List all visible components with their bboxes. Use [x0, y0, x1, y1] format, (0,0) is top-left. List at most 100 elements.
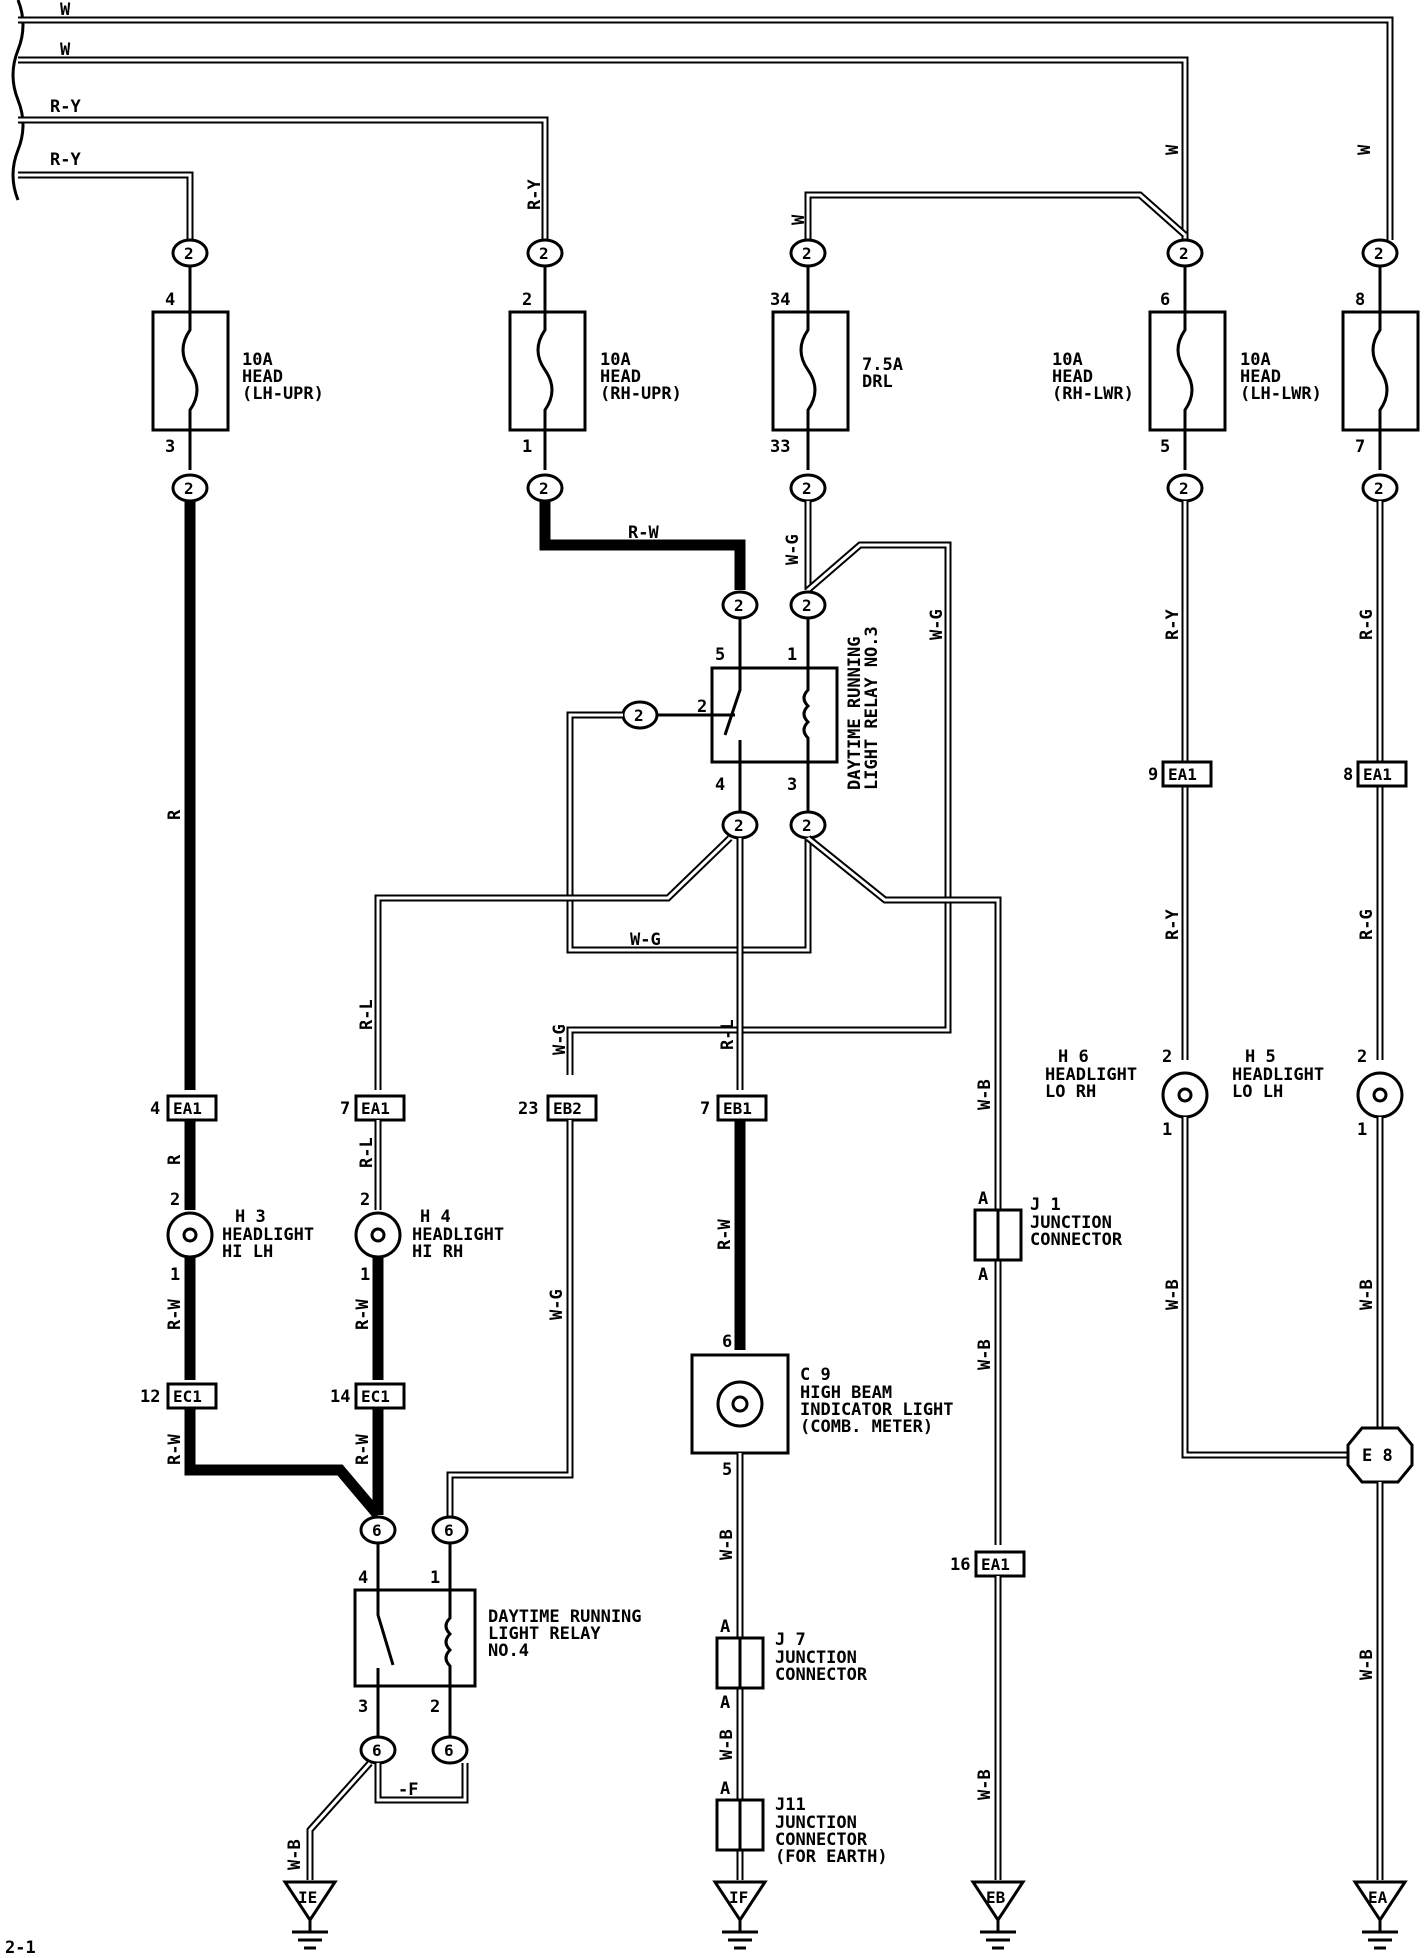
- ground-label: IF: [729, 1888, 748, 1907]
- connector-code: 2: [539, 244, 549, 263]
- pin-number: 1: [360, 1265, 370, 1285]
- wire-label: R-G: [1357, 909, 1377, 940]
- junction-code: EC1: [361, 1387, 390, 1406]
- connector-code: 2: [734, 816, 744, 835]
- pin-number: 6: [722, 1332, 732, 1352]
- jconn-label: CONNECTOR: [775, 1830, 868, 1850]
- connector-code: 2: [1179, 244, 1189, 263]
- wire-label: W-G: [927, 609, 947, 640]
- junction-code: EA1: [173, 1099, 202, 1118]
- wire-label: R: [165, 809, 185, 820]
- wire-label: R-G: [1357, 609, 1377, 640]
- wire-label: W-B: [975, 1079, 995, 1110]
- lamp-h3: [166, 1211, 214, 1259]
- jconn-label: CONNECTOR: [775, 1665, 868, 1685]
- junction-code: EB1: [723, 1099, 752, 1118]
- pin-number: 3: [165, 437, 175, 457]
- fuse-name: HEAD: [1240, 367, 1281, 387]
- wire-label: R-Y: [525, 179, 545, 210]
- connector-code: 2: [634, 706, 644, 725]
- lamp-label: HEADLIGHT: [1045, 1065, 1137, 1085]
- lamp-id: H 4: [420, 1207, 451, 1227]
- connector-code: 2: [539, 479, 549, 498]
- pin-number: 1: [787, 645, 797, 665]
- wire-label: W: [60, 40, 71, 60]
- junction-ea1-8: [1356, 760, 1408, 788]
- lamp-h4: [354, 1211, 402, 1259]
- wire-label: R-Y: [50, 150, 81, 170]
- connector-row-2: [171, 473, 1399, 503]
- pin-number: A: [978, 1265, 988, 1285]
- connector-code: 2: [1179, 479, 1189, 498]
- splice-label: E 8: [1362, 1446, 1393, 1466]
- jconn-label: JUNCTION: [1030, 1213, 1112, 1233]
- jconn-label: (FOR EARTH): [775, 1847, 888, 1867]
- wire-label: W-B: [717, 1729, 737, 1760]
- connector-code: 2: [1374, 244, 1384, 263]
- wire-label: R-Y: [50, 97, 81, 117]
- junction-code: EA1: [1168, 765, 1197, 784]
- ground-label: EA: [1368, 1888, 1388, 1907]
- splice-e8: [1346, 1426, 1414, 1484]
- wire-label: R-L: [357, 1137, 377, 1168]
- fuse-boxes: [151, 310, 1420, 432]
- pin-number: 8: [1343, 765, 1353, 785]
- wire-label: R: [165, 1154, 185, 1165]
- pin-number: 16: [950, 1555, 970, 1575]
- pin-number: 4: [358, 1568, 368, 1588]
- fuse-amps: 10A: [1240, 350, 1271, 370]
- pin-number: 33: [770, 437, 790, 457]
- wire-label: W: [60, 0, 71, 20]
- pin-number: 7: [340, 1099, 350, 1119]
- connector-code: 6: [372, 1521, 382, 1540]
- pin-number: 34: [770, 290, 790, 310]
- jconn-id: J 1: [1030, 1195, 1061, 1215]
- wire-drl-w: [804, 191, 1188, 240]
- ground-symbols: [282, 1880, 1408, 1950]
- wire-label: W: [789, 214, 809, 225]
- junction-connector-j7: [715, 1636, 765, 1690]
- wire-rw-relay: [539, 501, 746, 590]
- wire-top-w2: [18, 56, 1189, 240]
- connector-code: 6: [372, 1741, 382, 1760]
- fuse-name: DRL: [862, 372, 893, 392]
- junction-code: EB2: [553, 1099, 582, 1118]
- wire-wg-long: [566, 541, 952, 1075]
- wire-label: R-W: [353, 1434, 373, 1465]
- wire-label: R-W: [628, 523, 659, 543]
- wire-top-ry2: [18, 171, 194, 240]
- connector-code: 2: [734, 596, 744, 615]
- wire-wg-down: [446, 1120, 574, 1525]
- pin-number: 1: [522, 437, 532, 457]
- wire-label: W-B: [1357, 1649, 1377, 1680]
- fuse-name: HEAD: [600, 367, 641, 387]
- pin-number: 2: [430, 1697, 440, 1717]
- pin-number: 5: [722, 1460, 732, 1480]
- pin-number: 3: [358, 1697, 368, 1717]
- wire-label: R-W: [353, 1299, 373, 1330]
- relay-no4: [353, 1515, 477, 1765]
- lamp-id: H 3: [235, 1207, 266, 1227]
- wire-label: R-Y: [1163, 609, 1183, 640]
- fuse-amps: 10A: [1052, 350, 1083, 370]
- wire-label: W: [1355, 144, 1375, 155]
- pin-number: 5: [715, 645, 725, 665]
- relay-label: LIGHT RELAY: [488, 1624, 601, 1644]
- wire-wb-h6: [1181, 1117, 1352, 1459]
- lamp-id: C 9: [800, 1365, 831, 1385]
- pin-number: 7: [700, 1099, 710, 1119]
- fuse-sub: (LH-LWR): [1240, 384, 1322, 404]
- lamp-label: HEADLIGHT: [222, 1225, 314, 1245]
- pin-number: 2: [1357, 1047, 1367, 1067]
- wire-rw-ec1a: [184, 1408, 383, 1519]
- pin-number: 9: [1148, 765, 1158, 785]
- wire-label: R-Y: [1163, 909, 1183, 940]
- connector-code: 2: [184, 479, 194, 498]
- pin-number: 1: [430, 1568, 440, 1588]
- relay-label: DAYTIME RUNNING: [845, 636, 865, 790]
- wire-label: W-B: [1163, 1279, 1183, 1310]
- jconn-id: J11: [775, 1795, 806, 1815]
- jconn-label: JUNCTION: [775, 1648, 857, 1668]
- pin-number: 2: [522, 290, 532, 310]
- wire-label: R-W: [715, 1219, 735, 1250]
